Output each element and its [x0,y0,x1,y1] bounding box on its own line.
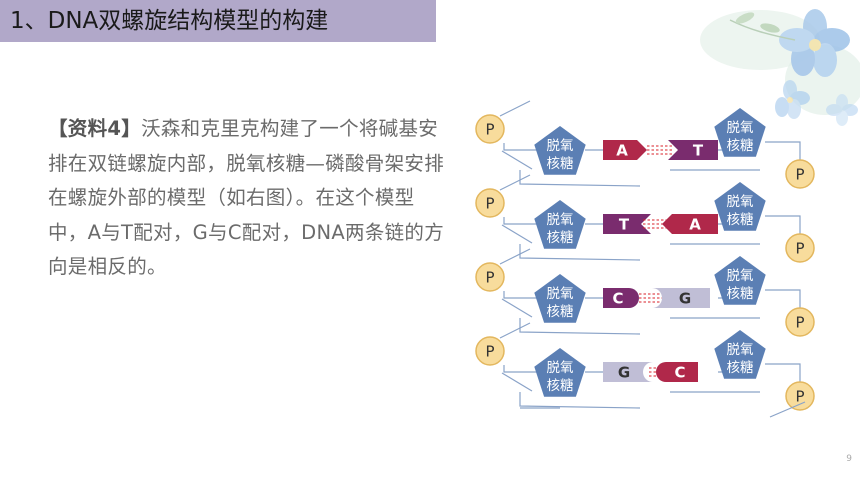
page-title: 1、DNA双螺旋结构模型的构建 [0,0,436,42]
deoxyribose-node: 脱氧核糖 [534,200,586,249]
phosphate-node: P [785,159,815,189]
phosphate-node: P [475,114,505,144]
deoxyribose-node: 脱氧核糖 [714,256,766,305]
sugar-label: 脱氧 [727,194,754,210]
base-letter: G [679,290,691,308]
deoxyribose-node: 脱氧核糖 [534,348,586,397]
backbone-line [501,150,533,170]
phosphate-node: P [785,381,815,411]
phosphate-label: P [485,195,494,213]
sugar-label: 核糖 [547,156,574,172]
phosphate-node: P [785,307,815,337]
phosphate-label: P [795,388,804,406]
phosphate-node: P [785,233,815,263]
phosphate-label: P [795,166,804,184]
base-letter: A [616,142,628,160]
sugar-label: 脱氧 [547,138,574,154]
sugar-label: 脱氧 [547,286,574,302]
backbone-line [519,392,641,409]
deoxyribose-node: 脱氧核糖 [534,274,586,323]
backbone-line [519,244,641,261]
phosphate-node: P [475,188,505,218]
base-right: A [662,214,718,234]
sugar-label: 脱氧 [727,120,754,136]
sugar-label: 核糖 [547,378,574,394]
backbone-line [765,363,801,382]
phosphate-label: P [795,314,804,332]
backbone-line [765,141,801,160]
backbone-line [499,100,531,117]
sugar-label: 脱氧 [547,360,574,376]
phosphate-node: P [475,336,505,366]
base-round-left: C [656,362,698,382]
sugar-label: 脱氧 [727,268,754,284]
sugar-label: 核糖 [727,138,754,154]
flower-decoration [700,9,860,126]
backbone-line [501,372,533,392]
sugar-label: 脱氧 [547,212,574,228]
backbone-line [765,215,801,234]
backbone-line [519,170,641,187]
base-left: A [603,140,647,160]
sugar-label: 核糖 [547,230,574,246]
deoxyribose-node: 脱氧核糖 [534,126,586,175]
backbone-line [501,224,533,244]
phosphate-label: P [485,121,494,139]
backbone-line [519,318,641,335]
backbone-line [769,401,806,418]
backbone-line [499,322,531,339]
base-letter: A [689,216,701,234]
backbone-line [503,217,540,225]
backbone-line [503,143,540,151]
sugar-label: 核糖 [727,360,754,376]
base-letter: C [612,290,623,308]
phosphate-label: P [485,343,494,361]
phosphate-label: P [795,240,804,258]
sugar-label: 核糖 [727,212,754,228]
base-cup-left: G [652,288,710,308]
base-cup-right: G [603,362,653,382]
sugar-label: 核糖 [547,304,574,320]
deoxyribose-node: 脱氧核糖 [714,182,766,231]
phosphate-label: P [485,269,494,287]
base-letter: T [693,142,704,160]
phosphate-node: P [475,262,505,292]
backbone-line [499,174,531,191]
base-left: T [603,214,651,234]
backbone-line [499,248,531,265]
deoxyribose-node: 脱氧核糖 [714,108,766,157]
base-letter: C [674,364,685,382]
sugar-label: 核糖 [727,286,754,302]
backbone-line [503,291,540,299]
deoxyribose-node: 脱氧核糖 [714,330,766,379]
paragraph-body: 沃森和克里克构建了一个将碱基安排在双链螺旋内部，脱氧核糖—磷酸骨架安排在螺旋外部… [48,117,445,278]
base-right: T [668,140,718,160]
sugar-label: 脱氧 [727,342,754,358]
backbone-line [503,365,540,373]
page-number: 9 [846,454,852,464]
base-letter: T [619,216,630,234]
source-label: 【资料4】 [48,117,142,140]
base-round-right: C [603,288,639,308]
paragraph: 【资料4】沃森和克里克构建了一个将碱基安排在双链螺旋内部，脱氧核糖—磷酸骨架安排… [48,112,453,285]
backbone-line [765,289,801,308]
backbone-line [501,298,533,318]
base-letter: G [618,364,630,382]
